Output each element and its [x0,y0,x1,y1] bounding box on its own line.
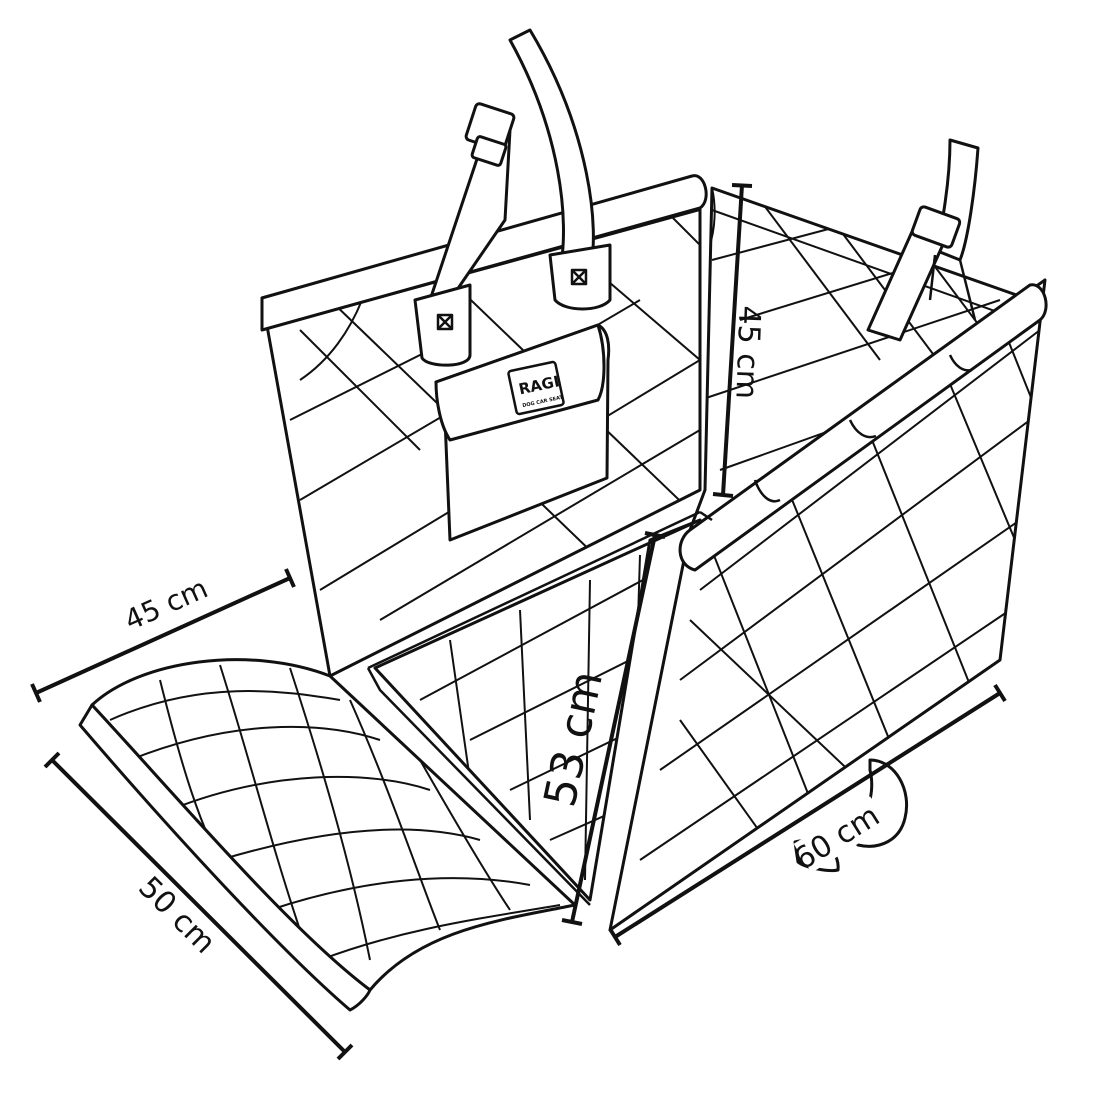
dimension-backrest-height: 45 cm [712,183,767,498]
strap-buckle-right [910,205,962,249]
front-seat-flap [78,658,577,1012]
flap-quilting [419,554,681,881]
right-panel [608,278,1048,932]
strap-anchor-tabs [413,243,612,367]
side-flap [366,510,713,906]
right-panel-top-roll [678,283,1048,572]
front-flap-edge-roll [78,703,372,1012]
dimension-label-side-width: 45 cm [120,572,213,638]
front-flap-quilting [109,664,561,961]
left-headrest-strap [428,28,595,302]
dimension-label-backrest-height: 45 cm [728,305,766,400]
pocket-flap [434,323,606,442]
right-headrest-strap [866,138,980,342]
storage-pocket: RAGI DOG CAR SEAT [434,323,611,542]
